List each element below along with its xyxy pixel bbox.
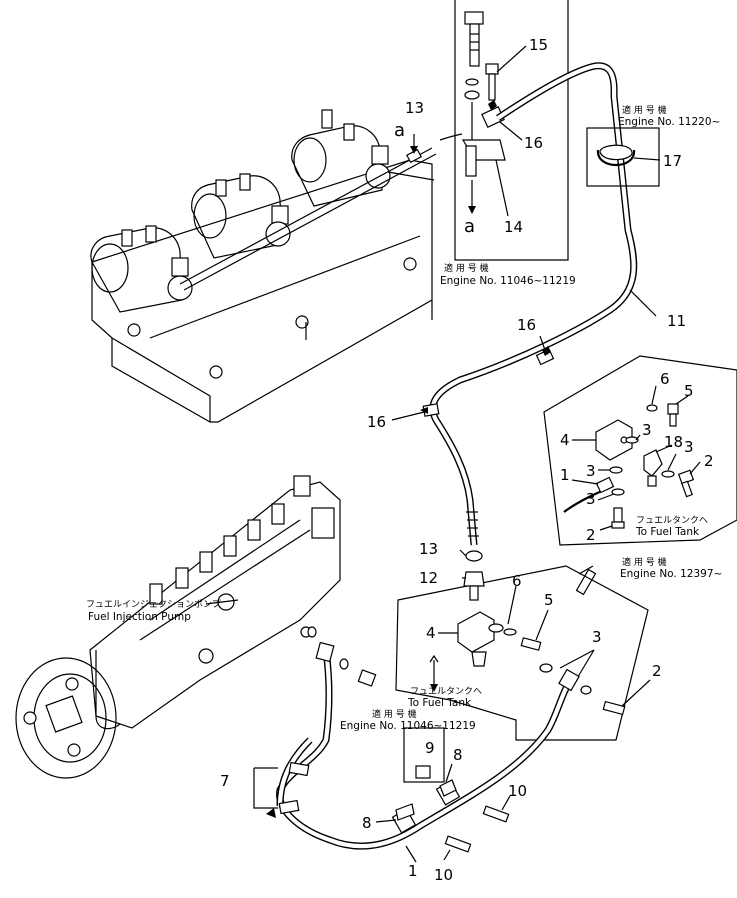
callout-4: 4	[426, 624, 436, 642]
inset-box-right	[543, 355, 737, 546]
callout-a: a	[464, 216, 475, 237]
callout-3: 3	[586, 490, 596, 508]
callout-1: 1	[408, 862, 418, 880]
callout-9: 9	[425, 739, 435, 757]
callout-5: 5	[684, 382, 694, 400]
pipe-clamp-16	[391, 335, 555, 421]
note-serial-11220-jp: 適 用 号 機	[622, 104, 667, 116]
note-fuel-tank-inset-jp: フュエルタンクへ	[636, 515, 708, 526]
hose-clamps	[253, 727, 511, 861]
inset-box-clamp17	[586, 127, 661, 187]
callout-11: 11	[667, 312, 686, 330]
fuel-hose-1	[276, 641, 592, 863]
note-serial-11046-b-jp: 適 用 号 機	[372, 708, 417, 720]
note-serial-12397-en: Engine No. 12397~	[620, 568, 722, 580]
callout-16: 16	[524, 134, 543, 152]
note-serial-11046-a-en: Engine No. 11046~11219	[440, 275, 576, 287]
callout-a: a	[394, 120, 405, 141]
callout-2: 2	[704, 452, 714, 470]
loose-bolt	[575, 565, 597, 596]
callout-2: 2	[586, 526, 596, 544]
note-pump-jp: フュエルインジェクションポンプ	[86, 599, 221, 610]
note-serial-11220-en: Engine No. 11220~	[618, 116, 720, 128]
callout-8: 8	[453, 746, 463, 764]
callout-7: 7	[220, 772, 230, 790]
note-serial-11046-a-jp: 適 用 号 機	[444, 262, 489, 274]
callout-6: 6	[512, 572, 522, 590]
callout-16: 16	[367, 413, 386, 431]
callout-10: 10	[508, 782, 527, 800]
note-serial-11046-b-en: Engine No. 11046~11219	[340, 720, 476, 732]
callout-12: 12	[419, 569, 438, 587]
callout-13: 13	[405, 99, 424, 117]
callout-8: 8	[362, 814, 372, 832]
pump-fittings	[307, 626, 377, 687]
callout-2: 2	[652, 662, 662, 680]
callout-3: 3	[642, 421, 652, 439]
callout-16: 16	[517, 316, 536, 334]
callout-3: 3	[592, 628, 602, 646]
inset-box-lower	[395, 549, 651, 741]
fuel-injection-pump	[15, 475, 341, 779]
callout-13: 13	[419, 540, 438, 558]
fuel-pipe-11	[429, 62, 657, 546]
callout-15: 15	[529, 36, 548, 54]
callout-18: 18	[664, 433, 683, 451]
serial-notes: 適 用 号 機 Engine No. 11220~ 適 用 号 機 Engine…	[86, 104, 722, 732]
note-fuel-tank-inset-en: To Fuel Tank	[635, 526, 700, 538]
callout-5: 5	[544, 591, 554, 609]
callout-4: 4	[560, 431, 570, 449]
callout-3: 3	[684, 438, 694, 456]
connection-markers-a	[410, 133, 463, 154]
callout-labels: 15 16 13 a a 14 17 11 16 16 6 5 4 3 18 3…	[220, 36, 714, 884]
inset-box-top	[454, 0, 569, 261]
note-fuel-tank-main-en: To Fuel Tank	[407, 697, 472, 709]
callout-3: 3	[586, 462, 596, 480]
callout-10: 10	[434, 866, 453, 884]
note-pump-en: Fuel Injection Pump	[88, 611, 191, 623]
callout-6: 6	[660, 370, 670, 388]
callout-1: 1	[560, 466, 570, 484]
note-fuel-tank-main-jp: フュエルタンクへ	[410, 686, 482, 697]
callout-17: 17	[663, 152, 682, 170]
note-serial-12397-jp: 適 用 号 機	[622, 556, 667, 568]
callout-14: 14	[504, 218, 523, 236]
engine-block	[90, 109, 437, 423]
